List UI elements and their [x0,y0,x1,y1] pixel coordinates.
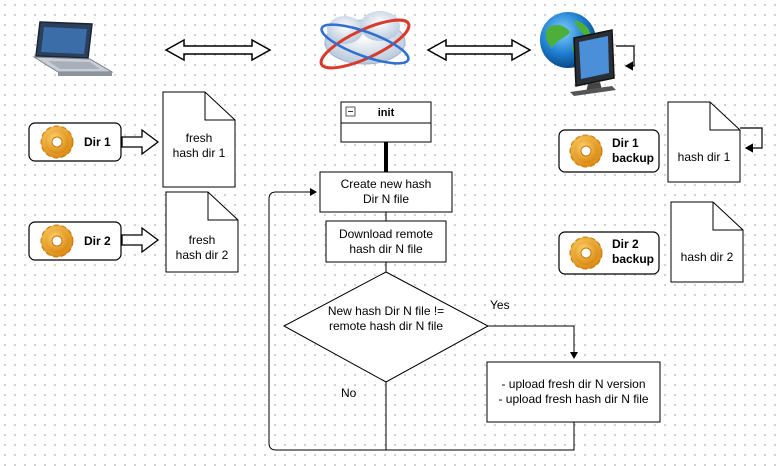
gear-icon [569,134,603,168]
decision-text: New hash Dir N file != remote hash dir N… [306,304,466,334]
no-label: No [341,386,357,400]
dir-1-node [28,122,122,162]
dir-2-node [28,221,122,261]
dir-2-backup-node [558,231,660,275]
dir-1-backup-label: Dir 1 backup [612,136,654,166]
dir-2-label: Dir 2 [84,234,111,248]
doc-line: fresh [188,233,216,247]
upload-line: - upload fresh hash dir N file [498,392,649,406]
cloud-sync-icon [319,11,411,70]
yes-connector [488,325,578,359]
backup-hash-dir-1-text: hash dir 1 [677,150,731,164]
fresh-hash-dir-2-text: fresh hash dir 2 [166,233,238,263]
upload-step[interactable] [486,361,661,423]
globe-monitor-icon [540,12,635,96]
fresh-hash-dir-2-doc [165,191,239,273]
fresh-hash-dir-1-text: fresh hash dir 1 [163,131,235,161]
step-line: Download remote [338,227,434,241]
upload-line: - upload fresh dir N version [501,377,646,391]
laptop-icon [32,21,114,76]
init-node[interactable] [340,101,432,143]
loop-back-connector [268,188,386,451]
dir-2-arrow [121,226,160,254]
dir-2-backup-label: Dir 2 backup [612,237,654,267]
sync-arrow-right [426,38,532,62]
yes-label: Yes [490,298,510,312]
create-hash-text: Create new hash Dir N file [320,177,452,207]
doc-line: fresh [185,131,213,145]
gear-icon [40,224,74,258]
step-line: Create new hash [340,177,432,191]
backup-hash-dir-1-doc [667,101,741,183]
label-line: backup [612,151,655,165]
step-line: hash dir N file [349,242,423,256]
gear-icon [40,125,74,159]
download-hash-text: Download remote hash dir N file [326,227,446,257]
dir-1-backup-node [558,129,660,173]
sync-arrow-left [164,38,272,62]
label-line: Dir 1 [612,136,639,150]
dir-1-label: Dir 1 [84,135,111,149]
label-line: backup [612,252,655,266]
decision-line: remote hash dir N file [328,319,444,333]
doc-line: hash dir 1 [172,146,226,160]
backup-hash-dir-2-text: hash dir 2 [680,250,734,264]
fresh-hash-dir-1-doc [162,91,236,188]
step-line: Dir N file [362,192,409,206]
decision-line: New hash Dir N file != [327,304,445,318]
backup-hash-dir-2-doc [670,201,744,283]
download-hash-step[interactable] [325,220,447,263]
init-title: init [377,107,395,119]
label-line: Dir 2 [612,237,639,251]
upload-text: - upload fresh dir N version - upload fr… [487,377,660,407]
upload-return-connector [386,422,575,451]
gear-icon [569,236,603,270]
dir-1-arrow [121,128,160,156]
doc-line: hash dir 2 [175,248,229,262]
